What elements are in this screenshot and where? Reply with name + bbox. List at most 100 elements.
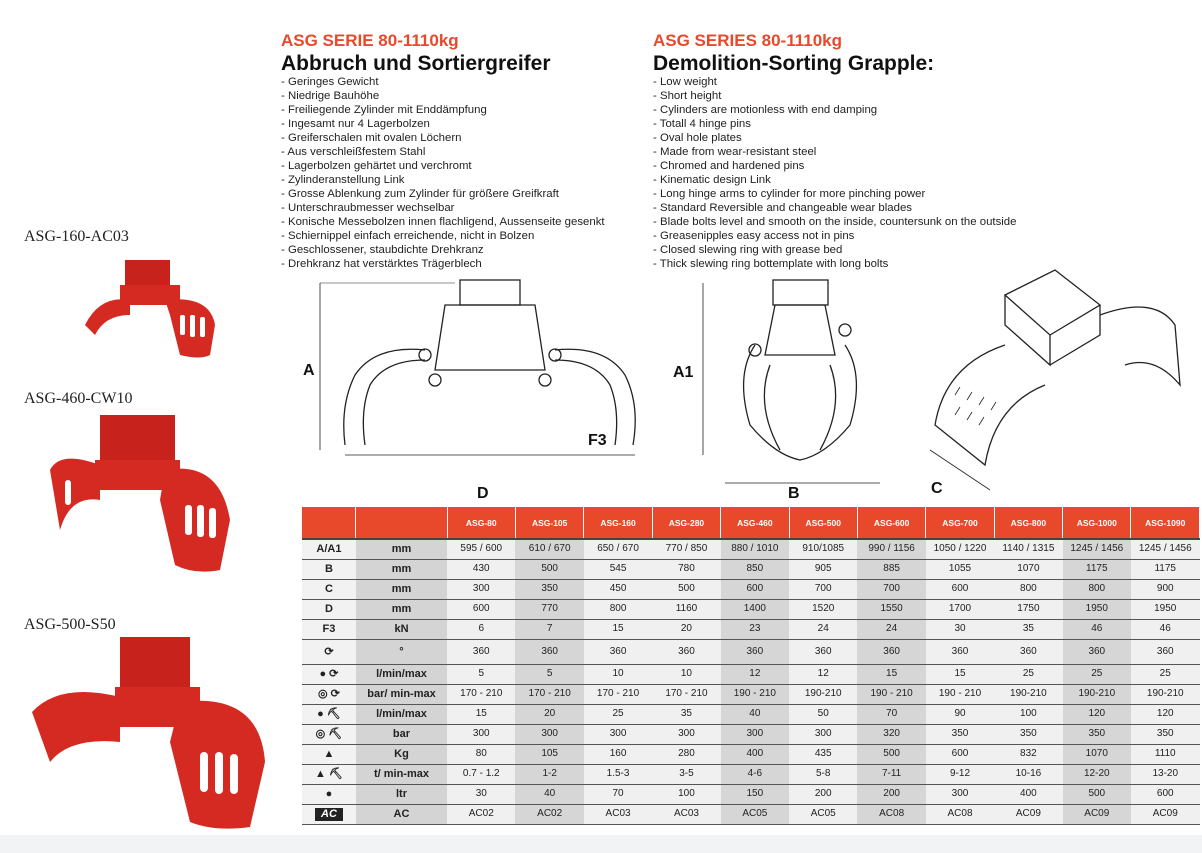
table-cell: 610 / 670 — [515, 539, 584, 560]
table-cell: 40 — [515, 784, 584, 805]
feature-list-en: Low weightShort heightCylinders are moti… — [653, 75, 1017, 271]
table-cell: 15 — [925, 664, 995, 685]
table-cell: 1520 — [789, 599, 858, 620]
table-cell: 70 — [583, 784, 653, 805]
table-cell: AC05 — [789, 804, 858, 825]
row-key: C — [302, 579, 356, 600]
table-cell: 1160 — [652, 599, 721, 620]
row-unit: ° — [355, 639, 448, 665]
table-cell: 10-16 — [994, 764, 1063, 785]
table-cell: 70 — [857, 704, 926, 725]
column-header: ASG-80 — [447, 507, 516, 540]
table-cell: 15 — [857, 664, 926, 685]
feature-item: Zylinderanstellung Link — [281, 173, 605, 187]
table-cell: AC03 — [652, 804, 721, 825]
row-unit: kN — [355, 619, 448, 640]
table-cell: 40 — [720, 704, 790, 725]
model-label: ASG-160-AC03 — [24, 228, 129, 245]
table-cell: 24 — [789, 619, 858, 640]
table-cell: 800 — [583, 599, 653, 620]
table-cell: 300 — [720, 724, 790, 745]
dim-label-a1: A1 — [673, 364, 694, 381]
table-cell: 170 - 210 — [652, 684, 721, 705]
column-header: ASG-1000 — [1062, 507, 1132, 540]
table-cell: 1750 — [994, 599, 1063, 620]
weight-excavator-icon: ▲ ⛏ — [302, 764, 356, 785]
table-cell: 360 — [515, 639, 584, 665]
table-cell: AC09 — [994, 804, 1063, 825]
table-cell: 905 — [789, 559, 858, 580]
table-cell: 6 — [447, 619, 516, 640]
table-cell: 350 — [515, 579, 584, 600]
table-cell: AC08 — [857, 804, 926, 825]
table-cell: 300 — [925, 784, 995, 805]
table-cell: 1245 / 1456 — [1062, 539, 1131, 560]
table-cell: 300 — [789, 724, 858, 745]
table-cell: 5-8 — [789, 764, 858, 785]
feature-item: Low weight — [653, 75, 1016, 89]
feature-item: Kinematic design Link — [653, 173, 1016, 187]
row-unit: mm — [355, 559, 448, 580]
table-cell: 900 — [1130, 579, 1200, 600]
table-cell: 1175 — [1062, 559, 1131, 580]
feature-item: Totall 4 hinge pins — [653, 117, 1016, 131]
row-unit: mm — [355, 579, 448, 600]
table-cell: 170 - 210 — [515, 684, 584, 705]
feature-list-de: Geringes GewichtNiedrige BauhöheFreilieg… — [281, 75, 605, 271]
product-image-asg-160 — [80, 255, 220, 370]
table-cell: 5 — [447, 664, 516, 685]
feature-item: Niedrige Bauhöhe — [281, 89, 605, 103]
table-cell: 360 — [857, 639, 926, 665]
row-key: F3 — [302, 619, 356, 640]
feature-item: Greasenipples easy access not in pins — [653, 229, 1016, 243]
table-cell: 300 — [447, 579, 516, 600]
table-cell: 1110 — [1130, 744, 1200, 765]
table-cell: 120 — [1062, 704, 1131, 725]
dim-label-c: C — [931, 480, 943, 497]
table-cell: 600 — [925, 744, 995, 765]
table-cell: 770 — [515, 599, 584, 620]
table-cell: 90 — [925, 704, 995, 725]
feature-item: Long hinge arms to cylinder for more pin… — [653, 187, 1016, 201]
table-cell: 5 — [515, 664, 584, 685]
table-cell: 1070 — [1062, 744, 1131, 765]
table-cell: 500 — [1062, 784, 1131, 805]
gauge-rotation-icon: ◎ ⟳ — [302, 684, 356, 705]
feature-item: Schiernippel einfach erreichende, nicht … — [281, 229, 605, 243]
table-cell: 700 — [789, 579, 858, 600]
table-cell: 12 — [720, 664, 790, 685]
row-unit: Kg — [355, 744, 448, 765]
table-cell: 80 — [447, 744, 516, 765]
table-cell: 700 — [857, 579, 926, 600]
table-cell: 545 — [583, 559, 653, 580]
table-cell: 320 — [857, 724, 926, 745]
feature-item: Cylinders are motionless with end dampin… — [653, 103, 1016, 117]
table-cell: 100 — [994, 704, 1063, 725]
column-header: ASG-105 — [515, 507, 585, 540]
table-cell: 190 - 210 — [925, 684, 995, 705]
feature-item: Standard Reversible and changeable wear … — [653, 201, 1016, 215]
product-image-asg-500 — [30, 632, 270, 837]
table-cell: 1700 — [925, 599, 995, 620]
table-cell: 46 — [1062, 619, 1131, 640]
gauge-excavator-icon: ◎ ⛏ — [302, 724, 356, 745]
table-cell: 1070 — [994, 559, 1063, 580]
table-cell: 1055 — [925, 559, 995, 580]
table-cell: 200 — [857, 784, 926, 805]
table-cell: 100 — [652, 784, 721, 805]
table-cell: 500 — [857, 744, 926, 765]
column-header: ASG-800 — [994, 507, 1064, 540]
table-cell: 595 / 600 — [447, 539, 516, 560]
table-cell: 10 — [652, 664, 721, 685]
table-cell: 360 — [1062, 639, 1131, 665]
feature-item: Short height — [653, 89, 1016, 103]
feature-item: Made from wear-resistant steel — [653, 145, 1016, 159]
isometric-drawing — [929, 269, 1181, 491]
column-header: ASG-700 — [925, 507, 995, 540]
row-unit: mm — [355, 539, 448, 560]
feature-item: Freiliegende Zylinder mit Enddämpfung — [281, 103, 605, 117]
